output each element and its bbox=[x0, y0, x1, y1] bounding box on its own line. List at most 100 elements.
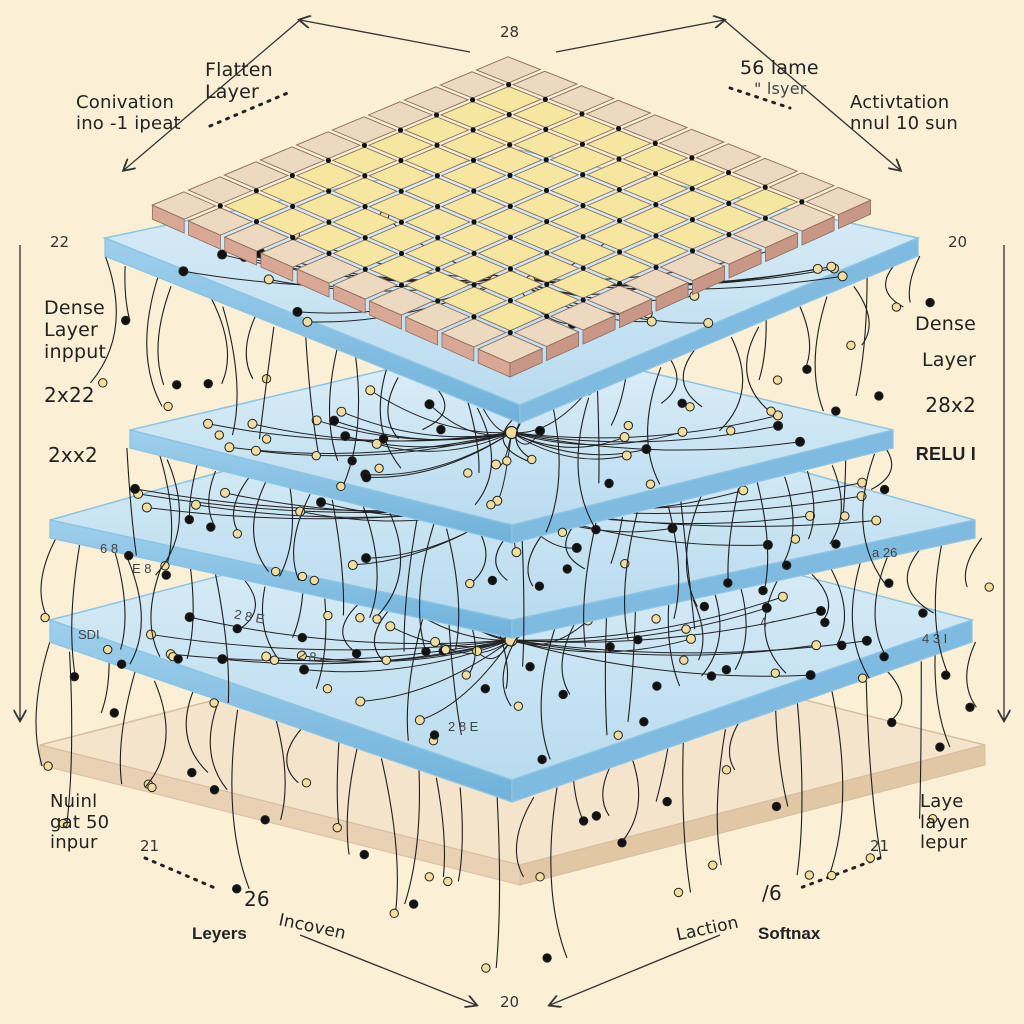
grid-dot bbox=[326, 250, 332, 256]
left-dense-size2: 2xx2 bbox=[48, 443, 98, 467]
network-edge bbox=[150, 634, 512, 651]
grid-dot bbox=[616, 187, 622, 193]
arrow-top-right-long bbox=[723, 19, 900, 170]
network-edge bbox=[511, 432, 627, 460]
grid-tile bbox=[296, 254, 363, 284]
neuron-node bbox=[58, 818, 68, 829]
neuron-node bbox=[109, 708, 120, 718]
grid-dot bbox=[398, 188, 404, 194]
grid-tile bbox=[404, 302, 471, 332]
network-node bbox=[490, 459, 501, 470]
plate-2-group bbox=[124, 339, 894, 672]
connection-thread bbox=[727, 488, 740, 584]
neuron-node bbox=[802, 364, 812, 375]
neuron-node bbox=[831, 539, 841, 549]
bottom-right-line1: Laye bbox=[920, 791, 964, 812]
neuron-node bbox=[332, 823, 342, 833]
neuron-node bbox=[840, 511, 850, 521]
connection-thread bbox=[373, 610, 389, 661]
grid-dot bbox=[471, 314, 477, 320]
grid-dot bbox=[471, 188, 477, 194]
connection-thread bbox=[40, 537, 57, 618]
grid-tile bbox=[368, 286, 435, 316]
grid-dot bbox=[471, 282, 477, 288]
neuron-node bbox=[232, 884, 242, 894]
network-node bbox=[738, 485, 749, 496]
base-plate-front-right bbox=[519, 744, 986, 886]
neuron-node bbox=[771, 801, 782, 812]
neuron-node bbox=[525, 661, 535, 672]
plate3-left-mark: 6 8 bbox=[100, 541, 119, 556]
grid-dot bbox=[398, 282, 405, 288]
connection-thread bbox=[919, 661, 922, 819]
network-node bbox=[371, 438, 382, 449]
grid-dot bbox=[362, 173, 368, 179]
grid-dot bbox=[544, 218, 550, 225]
bottom-right-caption-number: /6 bbox=[762, 881, 782, 905]
neuron-node bbox=[542, 953, 552, 963]
connection-thread bbox=[342, 357, 360, 487]
neuron-node bbox=[297, 632, 307, 643]
network-edge bbox=[207, 423, 512, 442]
grid-tile bbox=[549, 301, 617, 331]
connection-thread bbox=[550, 787, 568, 959]
network-node bbox=[772, 410, 783, 421]
grid-dot bbox=[580, 265, 586, 271]
connection-thread bbox=[150, 562, 164, 657]
neuron-node bbox=[421, 646, 431, 657]
grid-dot bbox=[470, 127, 476, 133]
neuron-node bbox=[605, 642, 615, 652]
arrow-bottom-left bbox=[299, 934, 476, 1005]
network-node bbox=[773, 420, 784, 431]
neuron-node bbox=[206, 522, 216, 532]
activation-label-line2: nnul 10 sun bbox=[850, 112, 958, 134]
network-node bbox=[430, 636, 441, 647]
connection-thread bbox=[157, 286, 172, 386]
network-node bbox=[837, 271, 848, 282]
grid-dot bbox=[507, 172, 513, 178]
left-dense-label: Dense Layer inpput bbox=[44, 297, 106, 364]
neuron-node bbox=[301, 778, 312, 788]
neuron-node bbox=[562, 564, 572, 574]
arrow-top-left-long bbox=[124, 19, 301, 170]
activation-label-line1: Activtation bbox=[850, 92, 950, 113]
connection-thread bbox=[445, 528, 460, 650]
neuron-node bbox=[322, 684, 333, 694]
grid-tile bbox=[695, 235, 763, 265]
bottom-left-label: Nuinl gat 50 inpur bbox=[50, 791, 109, 854]
neuron-node bbox=[857, 673, 868, 683]
network-node bbox=[178, 266, 189, 277]
network-node bbox=[677, 426, 688, 437]
neuron-node bbox=[209, 785, 220, 795]
connection-thread bbox=[685, 493, 703, 607]
neuron-node bbox=[124, 550, 134, 561]
network-node bbox=[336, 406, 347, 417]
grid-tile bbox=[332, 270, 399, 300]
connection-thread bbox=[215, 574, 230, 703]
grid-tile bbox=[151, 191, 218, 220]
connection-thread bbox=[336, 738, 340, 828]
neuron-node bbox=[865, 853, 875, 863]
neuron-node bbox=[639, 717, 649, 727]
grid-dot bbox=[470, 157, 477, 163]
grid-dot bbox=[580, 203, 586, 209]
neuron-node bbox=[40, 612, 50, 623]
connection-thread bbox=[764, 580, 787, 674]
neuron-node bbox=[311, 450, 321, 461]
neuron-node bbox=[261, 434, 272, 444]
neuron-node bbox=[487, 575, 498, 586]
grid-dot bbox=[617, 249, 623, 255]
network-node bbox=[311, 415, 322, 426]
input-grid-layer bbox=[151, 56, 872, 378]
grid-dot bbox=[544, 250, 550, 256]
flatten-label-line2: Layer bbox=[205, 80, 259, 103]
connection-thread bbox=[113, 549, 126, 650]
connection-thread bbox=[540, 628, 556, 760]
connection-thread bbox=[119, 670, 136, 785]
connection-thread bbox=[527, 534, 543, 587]
neuron-node bbox=[804, 870, 815, 880]
connection-thread bbox=[545, 407, 560, 533]
connection-thread bbox=[387, 377, 399, 440]
grid-dot bbox=[398, 219, 404, 225]
